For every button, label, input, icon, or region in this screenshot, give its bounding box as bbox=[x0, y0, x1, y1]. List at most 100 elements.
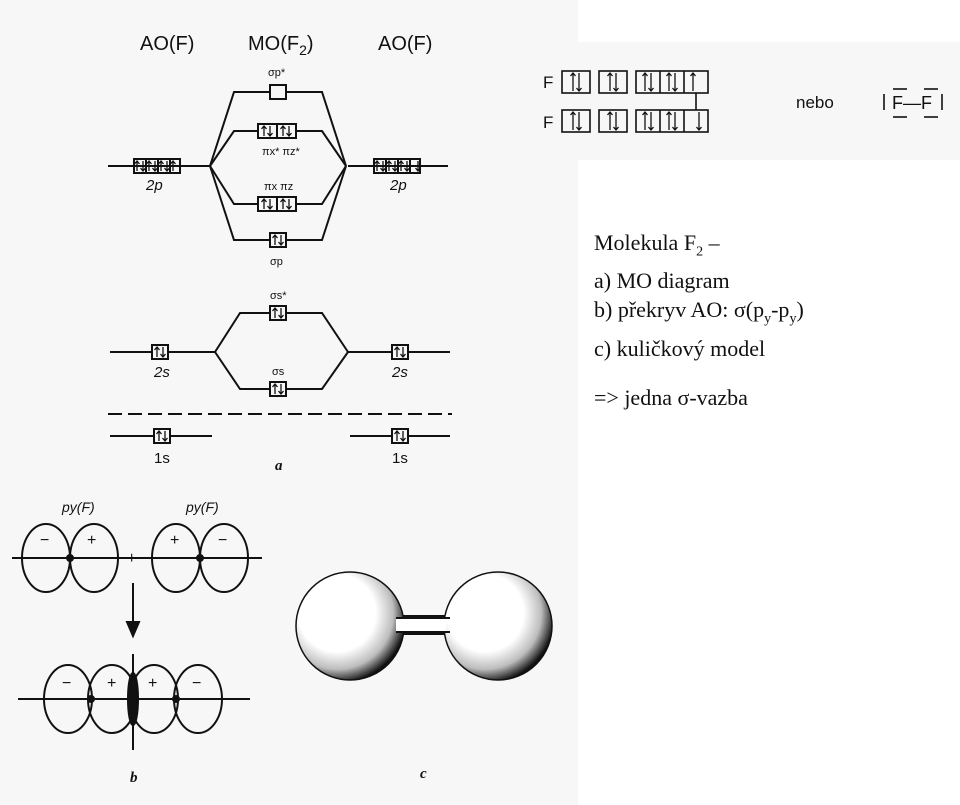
scan-background-config bbox=[530, 42, 960, 160]
orbital-box-sigma-p-star bbox=[269, 84, 287, 100]
label-sigma-s-star: σs* bbox=[270, 290, 287, 302]
orbital-box-2s-left bbox=[151, 344, 169, 360]
nucleus-b-left bbox=[87, 695, 95, 703]
config-box-2s-atom2 bbox=[561, 109, 591, 133]
lewis-structure: F—F bbox=[883, 88, 943, 118]
atom-sphere-left bbox=[295, 571, 405, 681]
label-sigma-s: σs bbox=[272, 366, 285, 378]
config-box-1-atom1 bbox=[598, 70, 628, 94]
header-ao-right: AO(F) bbox=[378, 33, 432, 55]
configuration-spins bbox=[570, 71, 702, 132]
spin-pi-0 bbox=[261, 197, 273, 211]
overlap-arrow-head bbox=[125, 621, 141, 639]
spin-2p-left-2 bbox=[158, 159, 170, 173]
panel-letter-b: b bbox=[130, 770, 138, 786]
spin-2s-right bbox=[394, 345, 406, 359]
config-box-2p-atom2 bbox=[635, 109, 709, 133]
sign-b-minus-1: − bbox=[62, 675, 71, 692]
atom-sphere-right bbox=[443, 571, 553, 681]
sign-plus-1: + bbox=[87, 532, 96, 549]
label-py-left: py(F) bbox=[61, 499, 95, 515]
spin-2p-right-2 bbox=[398, 159, 410, 173]
label-2p-left: 2p bbox=[145, 177, 163, 194]
label-1s-left: 1s bbox=[154, 450, 170, 467]
spin-2p-left-1 bbox=[146, 159, 158, 173]
bond-rod-highlight bbox=[396, 618, 446, 632]
label-sigma-p: σp bbox=[270, 256, 283, 268]
cfg-a1-p2 bbox=[666, 71, 678, 93]
spin-1s-right bbox=[394, 429, 406, 443]
orbital-box-2s-right bbox=[391, 344, 409, 360]
label-pi-star: πx* πz* bbox=[262, 146, 301, 158]
spin-pi-1 bbox=[280, 197, 292, 211]
spin-1s-left bbox=[156, 429, 168, 443]
sign-plus-2: + bbox=[170, 532, 179, 549]
spin-2p-left-3 bbox=[170, 159, 176, 171]
sign-b-plus-2: + bbox=[148, 675, 157, 692]
config-atom-2: F bbox=[543, 113, 553, 132]
label-py-right: py(F) bbox=[185, 499, 219, 515]
cfg-a1-p1 bbox=[642, 71, 654, 93]
spin-sigma-p bbox=[272, 233, 284, 247]
cfg-a2-p1 bbox=[642, 110, 654, 132]
sign-b-minus-2: − bbox=[192, 675, 201, 692]
spin-2s-left bbox=[154, 345, 166, 359]
caption-item-c: c) kuličkový model bbox=[594, 335, 766, 361]
label-2s-left: 2s bbox=[153, 364, 170, 381]
caption-item-b: b) překryv AO: σ(py-py) bbox=[594, 297, 804, 327]
caption: Molekula F2 – a) MO diagram b) překryv A… bbox=[594, 228, 804, 412]
spin-sigma-s bbox=[272, 382, 284, 396]
overlap-region bbox=[127, 672, 139, 726]
electron-configuration: F F nebo F—F bbox=[543, 70, 943, 133]
spin-2p-left-0 bbox=[134, 159, 146, 173]
cfg-a2-s bbox=[570, 110, 582, 132]
sign-minus-2: − bbox=[218, 532, 227, 549]
cfg-a2-p3 bbox=[696, 112, 702, 132]
nucleus-right bbox=[196, 554, 204, 562]
orbital-box-sigma-s-star bbox=[269, 305, 287, 321]
orbital-box-1s-left bbox=[153, 428, 171, 444]
lewis-text: F—F bbox=[892, 93, 932, 113]
label-pi: πx πz bbox=[264, 181, 293, 193]
header-mo: MO(F2) bbox=[248, 33, 314, 58]
panel-letter-c: c bbox=[420, 766, 427, 782]
label-2p-right: 2p bbox=[389, 177, 407, 194]
header-ao-left: AO(F) bbox=[140, 33, 194, 55]
config-atom-1: F bbox=[543, 73, 553, 92]
spin-pi-star-0 bbox=[261, 124, 273, 138]
spin-2p-right-1 bbox=[386, 159, 398, 173]
spin-pi-star-1 bbox=[280, 124, 292, 138]
caption-result: => jedna σ-vazba bbox=[594, 384, 748, 410]
ball-model: c bbox=[295, 571, 553, 782]
cfg-a2-b bbox=[607, 110, 619, 132]
orbital-box-1s-right bbox=[391, 428, 409, 444]
config-box-2s-atom1 bbox=[561, 70, 591, 94]
spin-2p-right-3 bbox=[415, 161, 421, 173]
label-2s-right: 2s bbox=[391, 364, 408, 381]
config-nebo: nebo bbox=[796, 93, 834, 112]
panel-letter-a: a bbox=[275, 458, 283, 474]
sign-b-plus-1: + bbox=[107, 675, 116, 692]
config-box-1-atom2 bbox=[598, 109, 628, 133]
label-1s-right: 1s bbox=[392, 450, 408, 467]
caption-item-a: a) MO diagram bbox=[594, 268, 730, 294]
caption-title: Molekula F2 – bbox=[594, 230, 720, 260]
sign-minus-1: − bbox=[40, 532, 49, 549]
cfg-a1-b bbox=[607, 71, 619, 93]
orbital-overlap: py(F) py(F) − + + + − − + + − b bbox=[12, 499, 262, 786]
cfg-a1-s bbox=[570, 71, 582, 93]
config-box-2p-atom1 bbox=[635, 70, 709, 94]
orbital-box-sigma-s bbox=[269, 381, 287, 397]
electron-spins bbox=[134, 124, 421, 443]
spin-2p-right-0 bbox=[374, 159, 386, 173]
spin-sigma-s-star bbox=[272, 306, 284, 320]
cfg-a2-p2 bbox=[666, 110, 678, 132]
label-sigma-p-star: σp* bbox=[268, 67, 286, 79]
nucleus-b-right bbox=[172, 695, 180, 703]
orbital-box-sigma-p bbox=[269, 232, 287, 248]
cfg-a1-p3 bbox=[690, 71, 696, 91]
sign-plus-between: + bbox=[127, 550, 136, 567]
scan-background-left bbox=[0, 0, 578, 805]
nucleus-left bbox=[66, 554, 74, 562]
